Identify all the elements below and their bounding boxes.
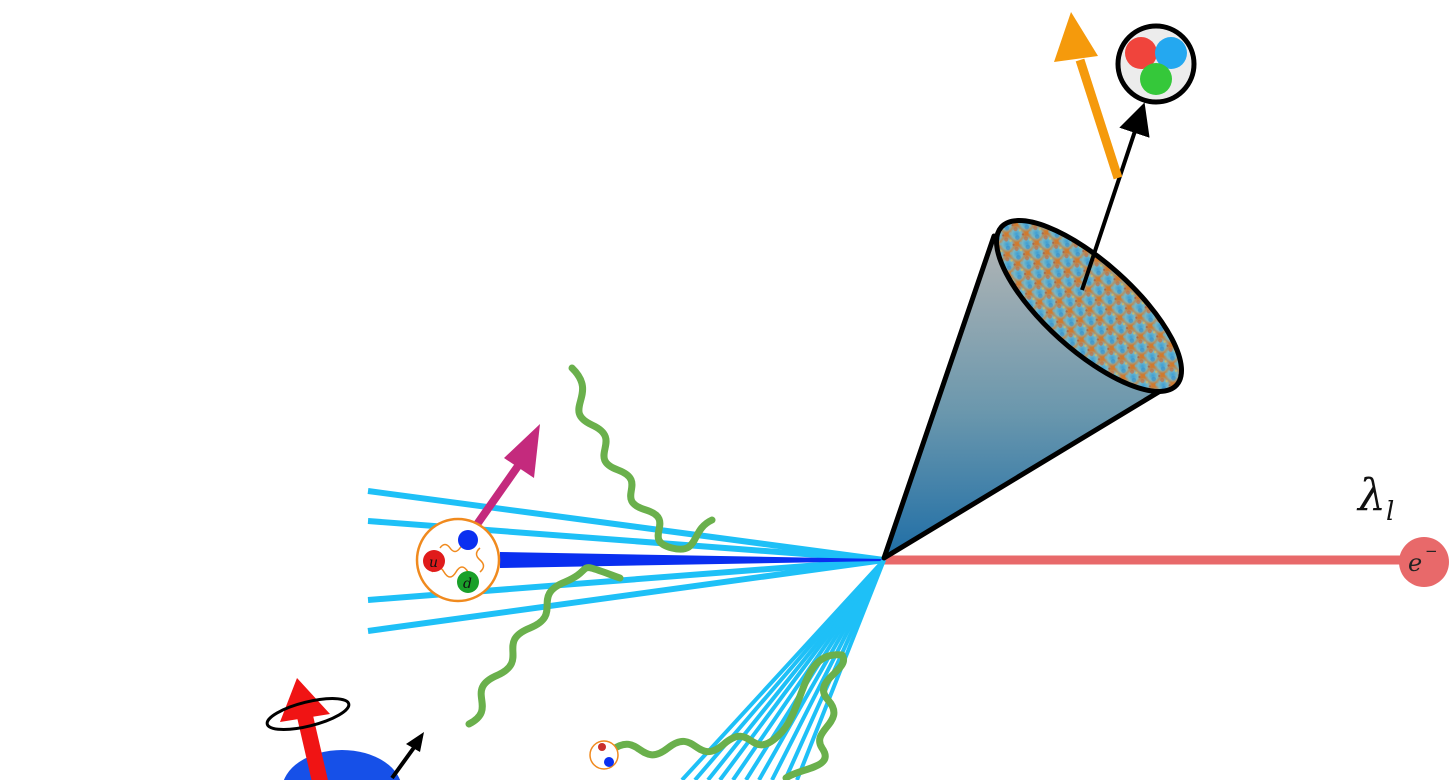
quark-d-label: d	[463, 576, 472, 592]
photon-wave-lower	[608, 651, 847, 780]
quark-u-label: u	[429, 555, 438, 571]
struck-quark-line	[500, 552, 884, 568]
baryon-icon	[1115, 23, 1197, 105]
electron-charge-label: −	[1425, 542, 1438, 560]
jet-cone	[881, 218, 1185, 561]
lambda-subscript: l	[1386, 497, 1394, 527]
quark-u	[423, 550, 445, 572]
lepton-helicity-label: λ l	[1356, 470, 1394, 527]
spinning-nucleon-icon	[265, 678, 424, 780]
small-proton-icon	[589, 740, 619, 770]
electron-label: e	[1408, 549, 1422, 577]
photon-wave-middle	[465, 564, 624, 728]
quark-d	[457, 571, 479, 593]
photon-waves	[465, 364, 847, 780]
photon-wave-upper	[568, 364, 716, 553]
forward-jet-spray	[680, 558, 886, 780]
struck-quark	[458, 530, 478, 550]
lambda-symbol: λ	[1356, 470, 1386, 521]
proton-icon: u d	[415, 517, 501, 603]
orange-momentum-arrow	[1054, 12, 1123, 180]
hadronization-arrow	[1080, 102, 1150, 291]
electron-particle: e −	[1399, 537, 1449, 587]
cmb-texture-icon	[993, 218, 1185, 394]
